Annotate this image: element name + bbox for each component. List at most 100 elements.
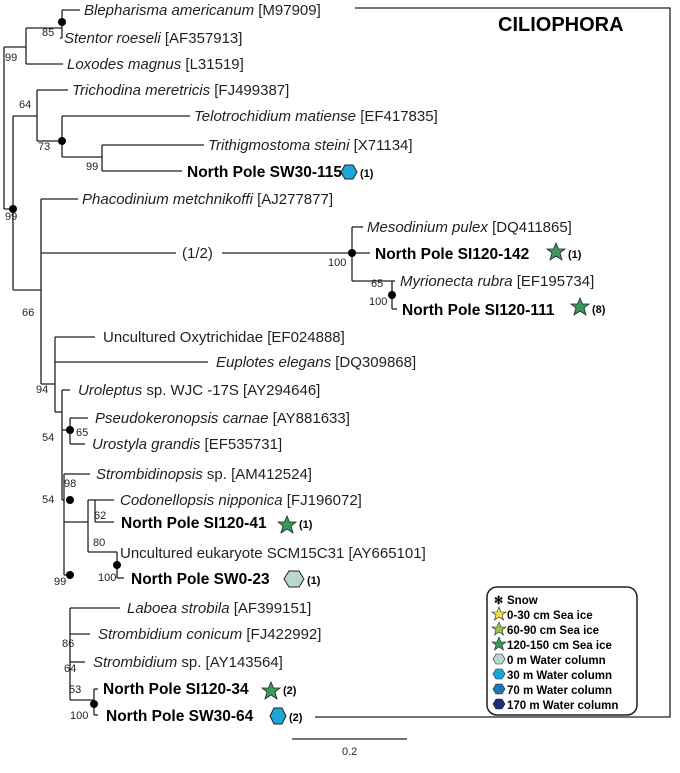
support-value: 94 [36,384,48,396]
support-value: 100 [369,296,387,308]
legend-label: 0-30 cm Sea ice [507,610,593,622]
node-heterotrich [58,18,66,26]
support-value: 98 [64,478,76,490]
legend-label: 170 m Water column [507,700,618,712]
clade-title: CILIOPHORA [498,14,624,36]
taxon-label: Euplotes elegans [DQ309868] [216,354,416,371]
node-strombidium [66,571,74,579]
legend-label: 60-90 cm Sea ice [507,625,599,637]
star-120-150cm-icon [491,636,507,651]
hexagon-70m-icon [492,683,506,695]
node-markers [9,18,396,708]
taxon-label: Laboea strobila [AF399151] [127,600,311,617]
taxon-label: Trichodina meretricis [FJ499387] [72,82,289,99]
support-value: 62 [94,510,106,522]
support-value: 85 [42,27,54,39]
tree-branches [3,9,397,716]
taxon-label-sample: North Pole SW0-23 [131,571,270,588]
support-value: 100 [70,710,88,722]
taxon-label: Phacodinium metchnikoffi [AJ277877] [82,191,333,208]
legend-label: 30 m Water column [507,670,612,682]
support-value: 65 [76,427,88,439]
support-value: 53 [69,684,81,696]
taxon-label-sample: North Pole SI120-34 [103,681,249,698]
sample-count: (2) [289,712,303,724]
taxon-label: Pseudokeronopsis carnae [AY881633] [95,410,350,427]
sample-count: (2) [283,685,297,697]
hexagon-0m-icon [492,653,506,665]
node-root [9,205,17,213]
support-value: 64 [64,663,76,675]
star-60-90cm-icon [491,621,507,636]
legend-label: 0 m Water column [507,655,606,667]
support-value: 80 [93,537,105,549]
sample-count: (1) [360,168,374,180]
taxon-label: Uncultured eukaryote SCM15C31 [AY665101] [120,545,426,562]
taxon-label: Urostyla grandis [EF535731] [92,436,282,453]
taxon-label: Strombidium sp. [AY143564] [93,654,283,671]
support-value: 100 [328,257,346,269]
taxon-labels: Blepharisma americanum [M97909] Stentor … [64,2,594,725]
taxon-label: Blepharisma americanum [M97909] [84,2,321,19]
taxon-label: Telotrochidium matiense [EF417835] [194,108,438,125]
taxon-label-sample: North Pole SI120-111 [402,302,555,319]
sample-count: (1) [307,575,321,587]
legend-box [486,586,638,716]
taxon-label: Loxodes magnus [L31519] [67,56,244,73]
taxon-label: Stentor roeseli [AF357913] [64,30,242,47]
taxon-label-sample: North Pole SI120-142 [375,246,529,263]
star-120cm-icon [569,296,591,316]
support-value: 86 [62,638,74,650]
sample-count: (1) [299,519,313,531]
legend-label: 120-150 cm Sea ice [507,640,612,652]
sample-count: (8) [592,304,606,316]
taxon-label: Strombidinopsis sp. [AM412524] [96,466,312,483]
node-urostyla [66,426,74,434]
support-value: 54 [42,432,54,444]
star-120cm-icon [545,241,567,261]
frame-border [315,7,671,718]
taxon-label: Mesodinium pulex [DQ411865] [367,219,572,236]
support-value: 99 [54,576,66,588]
support-value: 66 [22,307,34,319]
support-value: 54 [42,494,54,506]
legend-label: 70 m Water column [507,685,612,697]
support-value: 73 [38,141,50,153]
sample-symbols: (1) (1) (8) (1) (1) (2) (2) [260,164,606,725]
hexagon-30m-icon [269,707,287,725]
legend-label: Snow [507,595,538,607]
taxon-label-sample: North Pole SI120-41 [121,515,267,532]
star-0-30cm-icon [491,606,507,621]
hexagon-30m-icon [340,164,358,180]
node-peritrich [58,137,66,145]
support-value: 100 [98,572,116,584]
support-value: 65 [371,278,383,290]
taxon-label: Uncultured Oxytrichidae [EF024888] [103,329,345,346]
branch-break-label: (1/2) [182,245,213,262]
snowflake-icon: ✻ [494,595,503,607]
star-120cm-icon [260,680,282,700]
taxon-label: Trithigmostoma steini [X71134] [208,137,413,154]
hexagon-170m-icon [492,698,506,710]
taxon-label: Codonellopsis nipponica [FJ196072] [120,492,362,509]
support-value: 99 [5,211,17,223]
node-myrionecta [388,291,396,299]
taxon-label-sample: North Pole SW30-64 [106,708,254,725]
node-strombidinopsis [66,496,74,504]
sample-count: (1) [568,249,582,261]
support-value: 64 [19,99,31,111]
legend: ✻ Snow 0-30 cm Sea ice 60-90 cm Sea ice … [486,586,638,716]
star-120cm-icon [276,514,298,534]
node-mesodinium [348,249,356,257]
support-value: 99 [86,161,98,173]
node-scm15 [113,561,121,569]
support-value: 99 [5,52,17,64]
taxon-label: Myrionecta rubra [EF195734] [400,273,594,290]
taxon-label: Uroleptus sp. WJC -17S [AY294646] [78,382,320,399]
node-np-pair [90,700,98,708]
scale-label: 0.2 [342,746,357,758]
hexagon-30m-icon [492,668,506,680]
support-values: 85 99 64 73 99 99 66 100 65 100 94 54 65… [5,27,387,722]
taxon-label-sample: North Pole SW30-115 [187,164,342,181]
